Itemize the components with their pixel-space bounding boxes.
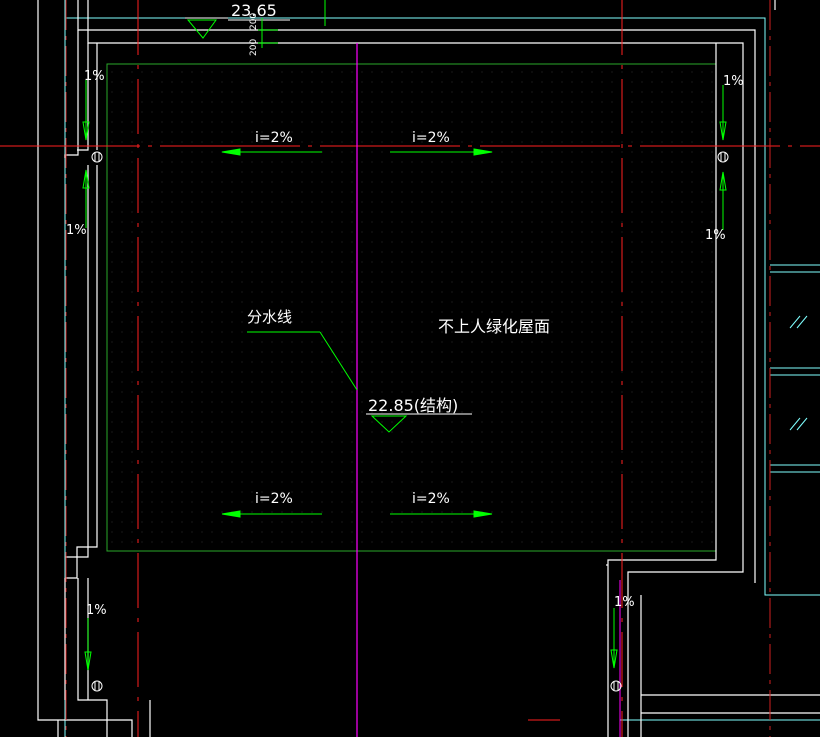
dimension-200-marks bbox=[258, 0, 326, 48]
gutter-slope-left-mid: 1% bbox=[66, 223, 87, 238]
gutter-slope-left-lower: 1% bbox=[86, 603, 107, 618]
slope-label-top-right: i=2% bbox=[412, 130, 450, 146]
gutter-slope-right-mid: 1% bbox=[705, 228, 726, 243]
roof-drain-icon bbox=[91, 151, 103, 163]
roof-fill-hatch bbox=[107, 64, 716, 551]
slope-arrows bbox=[221, 148, 493, 518]
gutter-slope-arrows bbox=[82, 80, 727, 671]
wall-lines bbox=[37, 0, 820, 737]
structural-elevation-marker bbox=[366, 413, 472, 433]
gutter-slope-left-upper: 1% bbox=[84, 69, 105, 84]
roof-name-label: 不上人绿化屋面 bbox=[438, 317, 550, 336]
slope-label-top-left: i=2% bbox=[255, 130, 293, 146]
structural-elevation-label: 22.85(结构) bbox=[368, 396, 458, 415]
top-elevation-label: 23.65 bbox=[231, 1, 277, 20]
gutter-slope-right-lower: 1% bbox=[614, 595, 635, 610]
divide-line-leader bbox=[247, 331, 358, 391]
slope-label-bottom-right: i=2% bbox=[412, 491, 450, 507]
dimension-200-a: 200 bbox=[249, 13, 259, 30]
elevation-triangle-icon bbox=[185, 17, 290, 39]
roof-drain-icon bbox=[610, 680, 622, 692]
roof-drain-icon bbox=[717, 151, 729, 163]
gutter-slope-right-upper: 1% bbox=[723, 74, 744, 89]
window-hatch-icon bbox=[789, 315, 808, 431]
roof-drains bbox=[91, 151, 729, 692]
divide-line-label: 分水线 bbox=[247, 308, 292, 326]
slope-label-bottom-left: i=2% bbox=[255, 491, 293, 507]
roof-drain-icon bbox=[91, 680, 103, 692]
dimension-200-b: 200 bbox=[249, 39, 259, 56]
